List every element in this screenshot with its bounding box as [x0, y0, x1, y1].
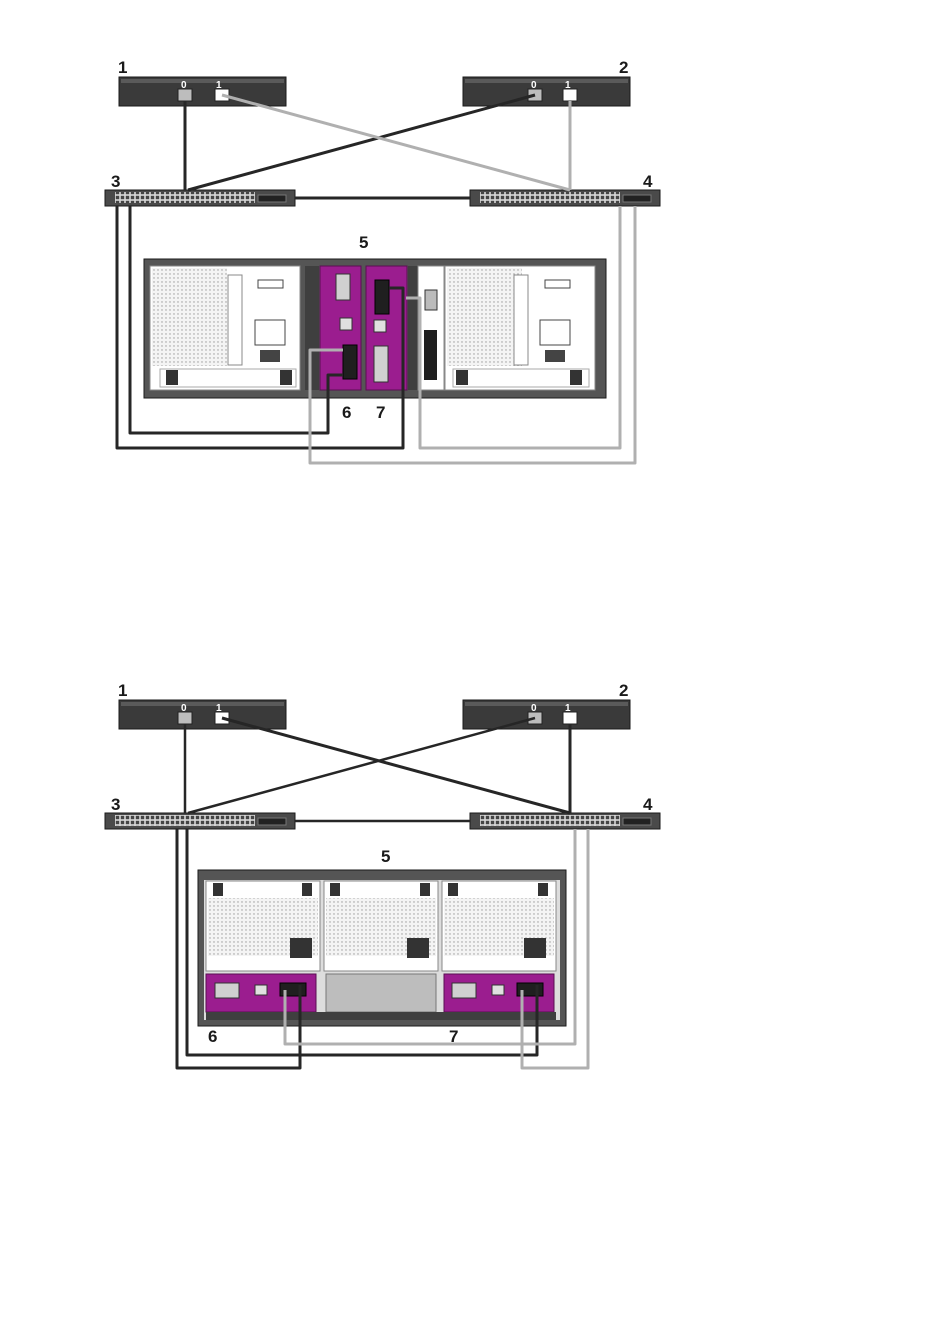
switch-1: [105, 190, 295, 206]
callout-7-bottom: 7: [449, 1027, 458, 1046]
switch-1-bottom: [105, 813, 295, 829]
power-switch-right[interactable]: [545, 350, 565, 362]
enclosure: [144, 259, 606, 398]
callout-5-top: 5: [359, 233, 368, 252]
callout-1-bottom: 1: [118, 681, 127, 700]
callout-4-top: 4: [643, 172, 653, 191]
server-2-bottom-port-0-label: 0: [531, 703, 537, 714]
server-1-port-0-label: 0: [181, 80, 187, 91]
server-2-port-0-label: 0: [531, 80, 537, 91]
server-2-bottom: 0 1: [463, 700, 630, 729]
diagram-bottom: 0 1 0 1: [105, 681, 660, 1068]
server-1-port-1-label: 1: [216, 80, 222, 91]
server-2: 0 1: [463, 77, 630, 106]
diagram-top: 0 1 0 1: [105, 58, 660, 463]
power-inlet-2: [407, 938, 429, 958]
server-1: 0 1: [119, 77, 286, 106]
power-inlet-left: [255, 320, 285, 345]
callout-3-top: 3: [111, 172, 120, 191]
callout-1-top: 1: [118, 58, 127, 77]
callout-2-top: 2: [619, 58, 628, 77]
power-inlet-right: [540, 320, 570, 345]
callout-3-bottom: 3: [111, 795, 120, 814]
callout-2-bottom: 2: [619, 681, 628, 700]
server-1-bottom-port-0-label: 0: [181, 703, 187, 714]
server-2-bottom-port-1-label: 1: [565, 703, 571, 714]
power-inlet-3: [524, 938, 546, 958]
callout-5-bottom: 5: [381, 847, 390, 866]
switch-2-bottom: [470, 813, 660, 829]
switch-2: [470, 190, 660, 206]
callout-6-bottom: 6: [208, 1027, 217, 1046]
power-switch-left[interactable]: [260, 350, 280, 362]
callout-7-top: 7: [376, 403, 385, 422]
server-1-bottom-port-1-label: 1: [216, 703, 222, 714]
power-inlet-1: [290, 938, 312, 958]
callout-4-bottom: 4: [643, 795, 653, 814]
server-1-bottom: 0 1: [119, 700, 286, 729]
server-2-port-1-label: 1: [565, 80, 571, 91]
enclosure-bottom: [198, 870, 566, 1026]
controller-blank: [326, 974, 436, 1012]
callout-6-top: 6: [342, 403, 351, 422]
